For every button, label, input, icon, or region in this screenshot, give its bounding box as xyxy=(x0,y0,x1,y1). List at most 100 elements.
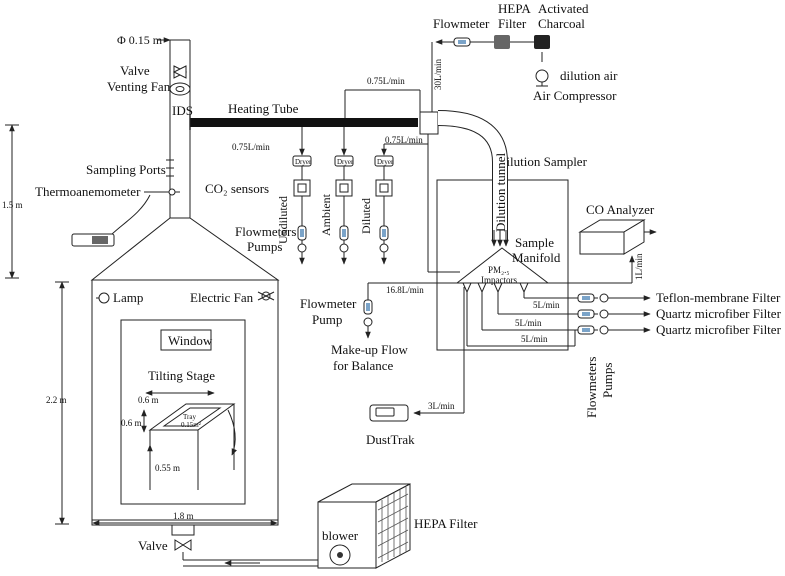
stage-depth-label: 0.6 m xyxy=(121,418,142,428)
blower-hepa-unit xyxy=(317,483,411,569)
co-analyzer-label: CO Analyzer xyxy=(586,202,655,217)
flowmeters-right-label: Flowmeters xyxy=(584,357,599,418)
tray-label: Tray xyxy=(183,413,196,421)
stage-width-label: 0.6 m xyxy=(138,395,159,405)
dryer-2: Dryer xyxy=(334,155,354,167)
ambient-label: Ambient xyxy=(319,193,333,236)
pm25-label: PM₂.₅ xyxy=(488,265,510,275)
impactors-label: Impactors xyxy=(481,275,517,285)
activated-label-1: Activated xyxy=(538,1,589,16)
dilution-tunnel xyxy=(437,111,507,240)
dusttrak-line xyxy=(413,287,465,416)
width-bottom-dimension: 1.8 m xyxy=(92,511,278,526)
makeup-flow-label-2: for Balance xyxy=(333,358,394,373)
electric-fan-icon xyxy=(257,291,275,301)
hepa-top-icon xyxy=(494,35,510,49)
height-upper-label: 1.5 m xyxy=(2,200,23,210)
flowmeter-top-icon xyxy=(453,37,471,47)
thermoanemometer-label: Thermoanemometer xyxy=(35,184,141,199)
diluted-label: Diluted xyxy=(359,198,373,234)
flow-5a-label: 5L/min xyxy=(533,300,560,310)
svg-text:Dryer: Dryer xyxy=(295,158,312,166)
makeup-flow-line xyxy=(363,282,460,339)
undiluted-label: Undiluted xyxy=(276,196,290,244)
blower-label: blower xyxy=(322,528,359,543)
heating-tube xyxy=(190,118,418,127)
dryer-3: Dryer xyxy=(374,155,394,167)
dilution-air-label: dilution air xyxy=(560,68,618,83)
sampling-ports-label: Sampling Ports xyxy=(86,162,166,177)
heating-tube-label: Heating Tube xyxy=(228,101,299,116)
thermoanemometer-probe xyxy=(144,188,180,196)
flow-5b-label: 5L/min xyxy=(515,318,542,328)
flow-075-upper-label: 0.75L/min xyxy=(367,76,405,86)
tunnel-flow-arrows xyxy=(491,230,509,247)
stack-diameter-label: Φ 0.15 m xyxy=(117,33,163,47)
co2-sensor-3 xyxy=(375,166,393,197)
height-lower-label: 2.2 m xyxy=(46,395,67,405)
tilting-stage xyxy=(141,390,237,490)
dusttrak-label: DustTrak xyxy=(366,432,415,447)
thermoanemometer-device xyxy=(71,194,151,247)
flow-30-label: 30L/min xyxy=(433,59,443,90)
height-upper-dimension: 1.5 m xyxy=(2,124,23,279)
flow-3-label: 3L/min xyxy=(428,401,455,411)
flowmeter-top-label: Flowmeter xyxy=(433,16,490,31)
manifold-label: Manifold xyxy=(512,250,561,265)
flow-075-left-label: 0.75L/min xyxy=(232,142,270,152)
bottom-inlet xyxy=(171,524,195,536)
co-analyzer-line xyxy=(548,255,635,284)
lamp-label: Lamp xyxy=(113,290,143,305)
stage-height-label: 0.55 m xyxy=(155,463,180,473)
sensor-flowmeter-pumps xyxy=(297,196,389,265)
pumps-right-label: Pumps xyxy=(600,363,615,398)
svg-text:Dryer: Dryer xyxy=(337,158,354,166)
venting-fan-icon xyxy=(169,82,191,96)
pumps-left-label: Pumps xyxy=(247,239,282,254)
svg-text:Dryer: Dryer xyxy=(377,158,394,166)
ids-label: IDS xyxy=(172,103,193,118)
valve-bottom-label: Valve xyxy=(138,538,168,553)
height-lower-dimension: 2.2 m xyxy=(46,281,69,525)
width-bottom-label: 1.8 m xyxy=(173,511,194,521)
flowmeters-left-label: Flowmeters xyxy=(235,224,296,239)
co2-sensors-label: CO₂ sensors xyxy=(205,181,269,196)
window-label: Window xyxy=(168,333,213,348)
air-compressor-label: Air Compressor xyxy=(533,88,617,103)
dilution-air-line xyxy=(431,39,543,112)
dilution-sampler-label: Dilution Sampler xyxy=(497,154,588,169)
flow-5c-label: 5L/min xyxy=(521,334,548,344)
flow-075-right-label: 0.75L/min xyxy=(385,135,423,145)
dilution-tunnel-label: Dilution tunnel xyxy=(493,153,508,232)
flowmeter-pump-label-1: Flowmeter xyxy=(300,296,357,311)
teflon-filter-label: Teflon-membrane Filter xyxy=(656,290,781,305)
activated-charcoal-icon xyxy=(534,35,550,49)
quartz-filter-1-label: Quartz microfiber Filter xyxy=(656,306,782,321)
hepa-bottom-label: HEPA Filter xyxy=(414,516,478,531)
dilution-inlet-block xyxy=(419,111,439,135)
lamp-icon xyxy=(96,292,110,304)
window-box xyxy=(160,329,212,351)
dusttrak-device xyxy=(369,404,409,422)
makeup-flow-label-1: Make-up Flow xyxy=(331,342,409,357)
co2-sensor-2 xyxy=(335,166,353,197)
tray-area-label: 0.15m² xyxy=(181,421,201,429)
bottom-valve xyxy=(174,539,192,551)
co-analyzer xyxy=(578,219,657,255)
sample-line-upper xyxy=(344,89,421,118)
filter-flowmeters xyxy=(577,293,651,335)
stack-diameter-dimension: Φ 0.15 m xyxy=(117,33,171,47)
venting-fan-label: Venting Fan xyxy=(107,79,171,94)
sampling-ports xyxy=(166,159,174,177)
air-compressor-icon xyxy=(535,69,549,87)
electric-fan-label: Electric Fan xyxy=(190,290,254,305)
return-duct xyxy=(182,552,320,567)
hepa-top-label-1: HEPA xyxy=(498,1,531,16)
quartz-filter-2-label: Quartz microfiber Filter xyxy=(656,322,782,337)
flow-1-label: 1L/min xyxy=(634,253,644,280)
hepa-top-label-2: Filter xyxy=(498,16,527,31)
valve-top-label: Valve xyxy=(120,63,150,78)
flowmeter-pump-label-2: Pump xyxy=(312,312,342,327)
tilting-stage-label: Tilting Stage xyxy=(148,368,215,383)
